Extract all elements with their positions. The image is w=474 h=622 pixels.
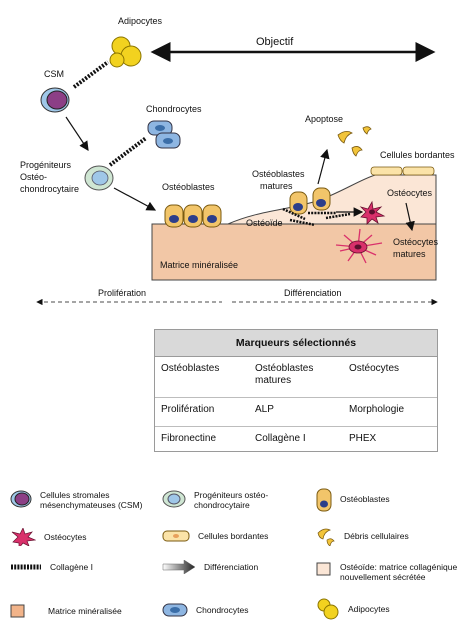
csm-label: CSM xyxy=(44,69,64,79)
csm-icon xyxy=(10,490,32,508)
osteocyte-cell xyxy=(359,200,386,225)
legend-label: Collagène I xyxy=(50,562,94,572)
markers-table-row: Prolifération ALP Morphologie xyxy=(155,398,437,427)
osteoblastes-matures-label-1: Ostéoblastes xyxy=(252,169,305,179)
progenitor-icon xyxy=(162,490,186,508)
progenitors-label-3: chondrocytaire xyxy=(20,184,79,194)
cell-debris-icon xyxy=(317,528,335,546)
adipocytes-label: Adipocytes xyxy=(118,16,163,26)
collagen-fibers xyxy=(282,207,351,227)
markers-table-cell: ALP xyxy=(255,404,274,415)
osteocytes-matures-label-1: Ostéocytes xyxy=(393,237,439,247)
markers-table-row: Ostéoblastes Ostéoblastes matures Ostéoc… xyxy=(155,357,437,398)
markers-table-title: Marqueurs sélectionnés xyxy=(155,330,437,357)
collagen-icon xyxy=(11,564,41,570)
chondrocytes-label: Chondrocytes xyxy=(146,104,202,114)
chondrocyte-icon xyxy=(162,603,188,617)
legend-label: Adipocytes xyxy=(348,604,390,614)
markers-table-cell: Collagène I xyxy=(255,433,306,444)
mature-osteoblast-cells xyxy=(289,187,331,215)
markers-table-cell: Ostéoblastes xyxy=(161,363,220,374)
bone-cell-differentiation-diagram: Adipocytes Objectif CSM Chondrocytes Pro… xyxy=(20,16,455,306)
osteoblast-icon xyxy=(316,488,332,512)
legend-item: Ostéoblastes xyxy=(316,488,466,512)
legend-label: Ostéoblastes xyxy=(340,494,390,504)
legend-item: Matrice minéralisée xyxy=(10,604,150,618)
legend-label: Chondrocytes xyxy=(196,605,249,615)
csm-to-progenitor-arrow xyxy=(65,116,89,151)
mature-osteocyte-cell xyxy=(335,228,383,264)
adipocyte-icon xyxy=(317,598,339,620)
to-apoptose-arrow xyxy=(317,148,330,185)
legend-label: Progéniteurs ostéo-chondrocytaire xyxy=(194,490,269,510)
osteoid-icon xyxy=(316,562,331,576)
chondrocytes-cluster xyxy=(147,120,181,149)
csm-adipocyte-link xyxy=(72,60,110,89)
differentiation-arrow-icon xyxy=(162,560,196,574)
legend-item: Progéniteurs ostéo-chondrocytaire xyxy=(162,490,302,510)
apoptose-label: Apoptose xyxy=(305,114,343,124)
markers-table-cell: Morphologie xyxy=(349,404,405,415)
progenitor-chondrocyte-link xyxy=(108,136,148,167)
proliferation-label: Prolifération xyxy=(98,288,146,298)
progenitor-cell xyxy=(84,165,114,191)
osteocyte-icon xyxy=(11,528,36,546)
legend-item: Collagène I xyxy=(10,562,150,572)
osteoblastes-matures-label-2: matures xyxy=(260,181,293,191)
objectif-label: Objectif xyxy=(256,36,294,48)
legend-item: Cellules stromales mésenchymateuses (CSM… xyxy=(10,490,150,510)
osteocytes-label: Ostéocytes xyxy=(387,188,433,198)
cellules-bordantes-label: Cellules bordantes xyxy=(380,150,455,160)
markers-table-row: Fibronectine Collagène I PHEX xyxy=(155,427,437,454)
legend-label: Cellules stromales mésenchymateuses (CSM… xyxy=(40,490,143,510)
legend-label: Différenciation xyxy=(204,562,259,572)
legend-label: Cellules bordantes xyxy=(198,531,269,541)
legend-label: Ostéocytes xyxy=(44,532,87,542)
csm-cell xyxy=(40,87,70,113)
osteoide-label: Ostéoïde xyxy=(246,218,283,228)
markers-table-cell: Ostéocytes xyxy=(349,363,400,374)
adipocytes-cluster xyxy=(109,36,142,68)
legend: Cellules stromales mésenchymateuses (CSM… xyxy=(0,482,474,622)
cell-debris xyxy=(337,126,372,157)
lining-cells xyxy=(370,166,435,176)
osteoblastes-label: Ostéoblastes xyxy=(162,182,215,192)
legend-label: Débris cellulaires xyxy=(344,531,409,541)
differenciation-label: Différenciation xyxy=(284,288,341,298)
markers-table-cell: Ostéoblastes matures xyxy=(255,363,314,386)
markers-table-cell: Prolifération xyxy=(161,404,215,415)
lining-cell-icon xyxy=(162,530,190,542)
markers-table-cell: Fibronectine xyxy=(161,433,217,444)
legend-item: Différenciation xyxy=(162,560,302,574)
legend-label: Matrice minéralisée xyxy=(48,606,122,616)
legend-item: Débris cellulaires xyxy=(316,526,466,546)
legend-item: Adipocytes xyxy=(316,598,466,620)
osteocyte-maturation-arrow xyxy=(405,202,415,232)
legend-item: Ostéocytes xyxy=(10,528,150,546)
markers-table: Marqueurs sélectionnés Ostéoblastes Osté… xyxy=(154,329,438,452)
markers-table-cell: PHEX xyxy=(349,433,377,444)
progenitors-label-2: Ostéo- xyxy=(20,172,47,182)
progenitors-label-1: Progéniteurs xyxy=(20,160,72,170)
mineralized-matrix-icon xyxy=(10,604,25,618)
legend-item: Ostéoïde: matrice collagénique nouvellem… xyxy=(316,562,466,582)
legend-item: Chondrocytes xyxy=(162,602,302,618)
legend-label: Ostéoïde: matrice collagénique nouvellem… xyxy=(340,562,458,582)
osteocytes-matures-label-2: matures xyxy=(393,249,426,259)
matrice-label: Matrice minéralisée xyxy=(160,260,238,270)
legend-item: Cellules bordantes xyxy=(162,530,302,542)
progenitor-to-osteoblast-arrow xyxy=(113,187,157,211)
osteoblast-cells xyxy=(164,204,222,228)
